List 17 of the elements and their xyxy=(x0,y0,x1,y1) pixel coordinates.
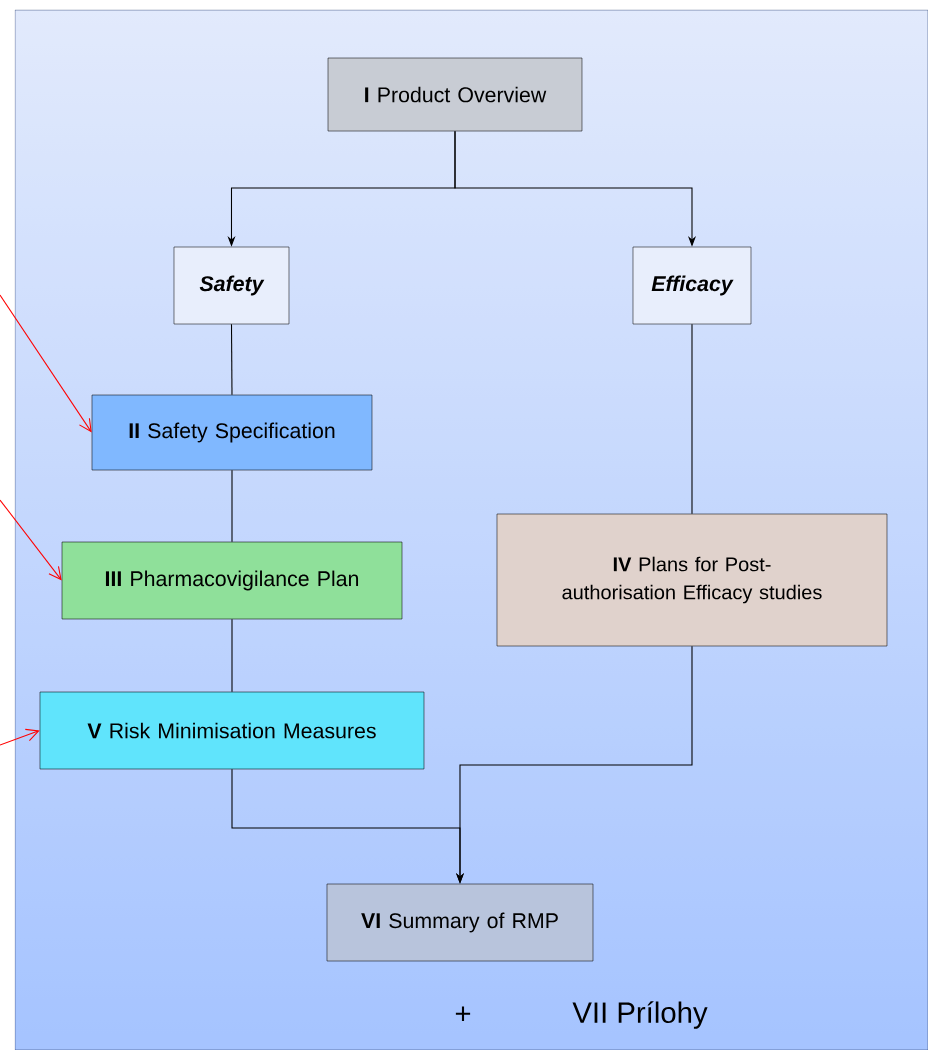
connector-line xyxy=(230,323,233,396)
section-box: I Product Overview xyxy=(327,57,583,132)
leader-arrow xyxy=(0,728,40,746)
section-box: IV Plans for Post-authorisation Efficacy studies xyxy=(496,513,888,647)
annex-label: VII Prílohy xyxy=(572,1001,708,1029)
branch-box: Efficacy xyxy=(632,246,752,325)
connector-line xyxy=(691,323,693,515)
branch-box: Safety xyxy=(173,246,290,325)
connector-line xyxy=(231,618,233,693)
section-box: II Safety Specification xyxy=(91,394,373,471)
section-box: VI Summary of RMP xyxy=(326,883,594,962)
plus-sign: + xyxy=(455,1006,471,1021)
connector-line xyxy=(231,469,233,543)
leader-arrow xyxy=(0,294,92,433)
section-box: V Risk Minimisation Measures xyxy=(39,691,425,770)
leader-arrow xyxy=(0,499,62,581)
section-box: III Pharmacovigilance Plan xyxy=(61,541,403,620)
